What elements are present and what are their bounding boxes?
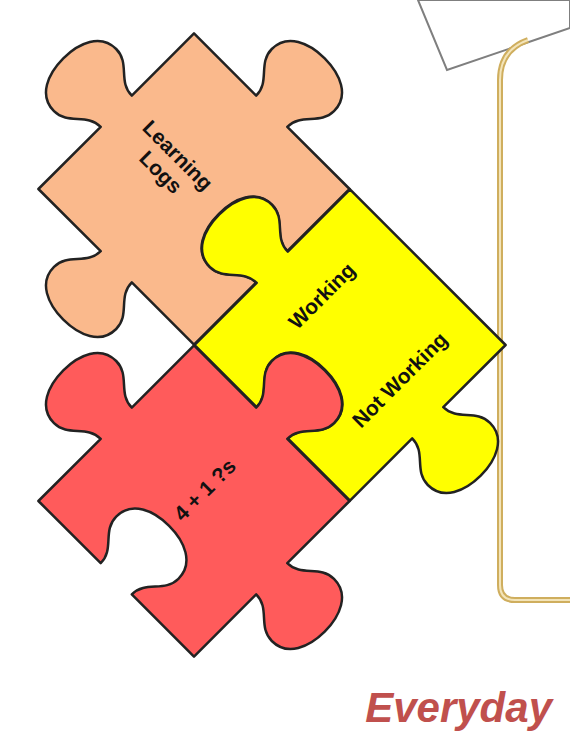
puzzle-shape: [38, 345, 349, 656]
puzzle-piece: 4 + 1 ?s: [29, 336, 359, 666]
bracket-line-highlight: [500, 40, 570, 600]
bracket-line: [500, 40, 570, 600]
slide-word: Everyday: [365, 684, 552, 732]
callout-tail: [418, 0, 570, 70]
